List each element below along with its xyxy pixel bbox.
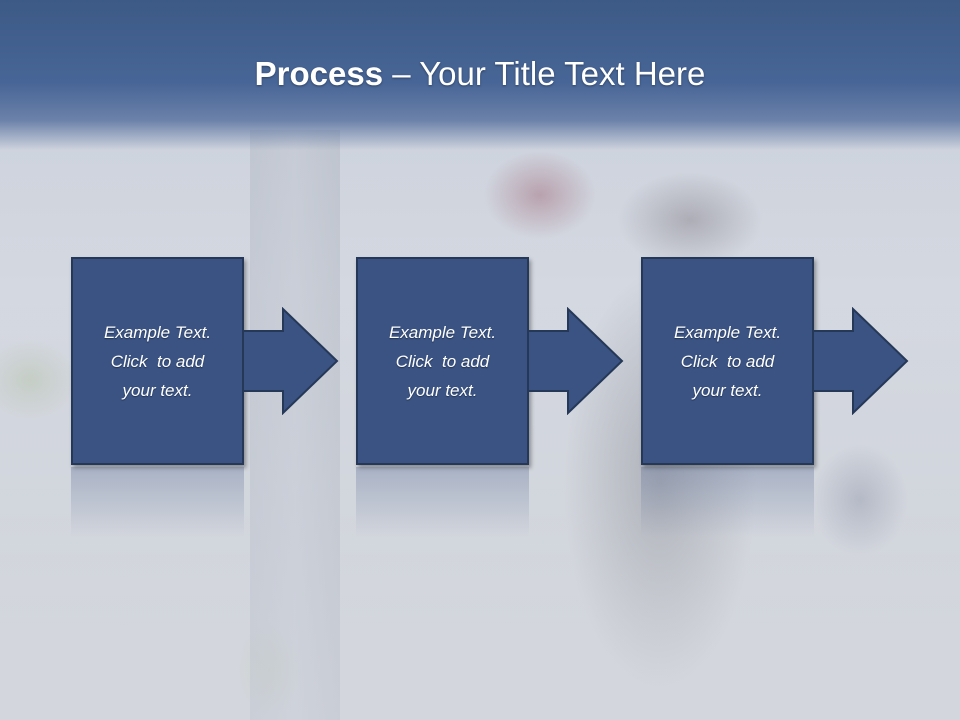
title-band <box>0 0 960 150</box>
title-rest-text: – Your Title Text Here <box>383 55 706 92</box>
step-reflection <box>71 467 244 537</box>
step-text-line: Click to add <box>680 351 775 371</box>
step-text: Example Text. Click to add your text. <box>98 318 217 405</box>
step-text-line: Click to add <box>395 351 490 371</box>
step-text: Example Text. Click to add your text. <box>668 318 787 405</box>
process-step-1: Example Text. Click to add your text. <box>71 257 411 467</box>
step-text-line: your text. <box>407 380 478 400</box>
step-text-box[interactable]: Example Text. Click to add your text. <box>356 257 529 465</box>
process-step-3: Example Text. Click to add your text. <box>641 257 960 467</box>
step-text-line: your text. <box>122 380 193 400</box>
step-text-line: Example Text. <box>103 322 212 342</box>
right-arrow-icon <box>243 307 339 415</box>
step-text-line: Example Text. <box>673 322 782 342</box>
step-text-box[interactable]: Example Text. Click to add your text. <box>641 257 814 465</box>
right-arrow-icon <box>813 307 909 415</box>
slide-title[interactable]: Process – Your Title Text Here <box>0 52 960 96</box>
step-reflection <box>641 467 814 537</box>
step-text-line: Example Text. <box>388 322 497 342</box>
step-reflection <box>356 467 529 537</box>
step-text-line: your text. <box>692 380 763 400</box>
title-bold-text: Process <box>254 55 384 92</box>
process-step-2: Example Text. Click to add your text. <box>356 257 696 467</box>
step-text-line: Click to add <box>110 351 205 371</box>
step-text: Example Text. Click to add your text. <box>383 318 502 405</box>
step-text-box[interactable]: Example Text. Click to add your text. <box>71 257 244 465</box>
right-arrow-icon <box>528 307 624 415</box>
